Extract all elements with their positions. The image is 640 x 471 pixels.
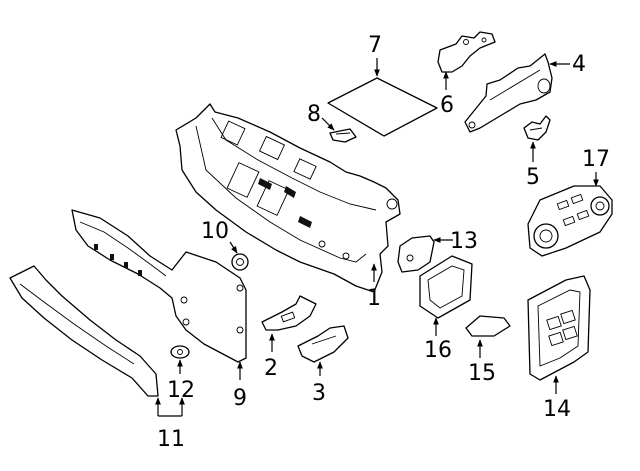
part-10-fastener <box>231 253 249 271</box>
callout-11: 11 <box>157 427 185 452</box>
part-8-clip <box>329 128 357 143</box>
part-4-bracket <box>464 53 553 133</box>
part-16-bin <box>419 255 473 319</box>
callout-10: 10 <box>201 219 229 244</box>
part-2-bracket <box>261 295 317 331</box>
callout-12: 12 <box>167 378 195 403</box>
callout-9: 9 <box>233 386 247 411</box>
part-14-rear-panel <box>527 275 591 381</box>
callout-2: 2 <box>264 356 278 381</box>
callout-8: 8 <box>307 102 321 127</box>
part-3-bracket <box>297 325 349 363</box>
callout-17: 17 <box>582 147 610 172</box>
callout-7: 7 <box>368 33 382 58</box>
callout-6: 6 <box>440 93 454 118</box>
callout-numbers: 7 8 6 4 5 17 10 13 1 16 15 14 2 3 9 12 1… <box>157 33 610 452</box>
callout-14: 14 <box>543 397 571 422</box>
leader-lines <box>155 58 599 417</box>
callout-15: 15 <box>468 361 496 386</box>
callout-16: 16 <box>424 338 452 363</box>
callout-4: 4 <box>572 52 586 77</box>
part-17-control-panel <box>527 185 613 257</box>
part-1-console <box>175 103 401 293</box>
part-7-pad <box>327 77 438 137</box>
part-5-clip <box>523 115 551 141</box>
part-15-lid <box>465 315 511 337</box>
callout-3: 3 <box>312 381 326 406</box>
part-13-bracket <box>397 235 435 273</box>
part-12-clip <box>170 345 190 359</box>
callout-1: 1 <box>367 286 381 311</box>
part-6-bracket <box>437 31 496 73</box>
callout-5: 5 <box>526 165 540 190</box>
part-11-trim-panel <box>9 265 159 397</box>
callout-13: 13 <box>450 229 478 254</box>
